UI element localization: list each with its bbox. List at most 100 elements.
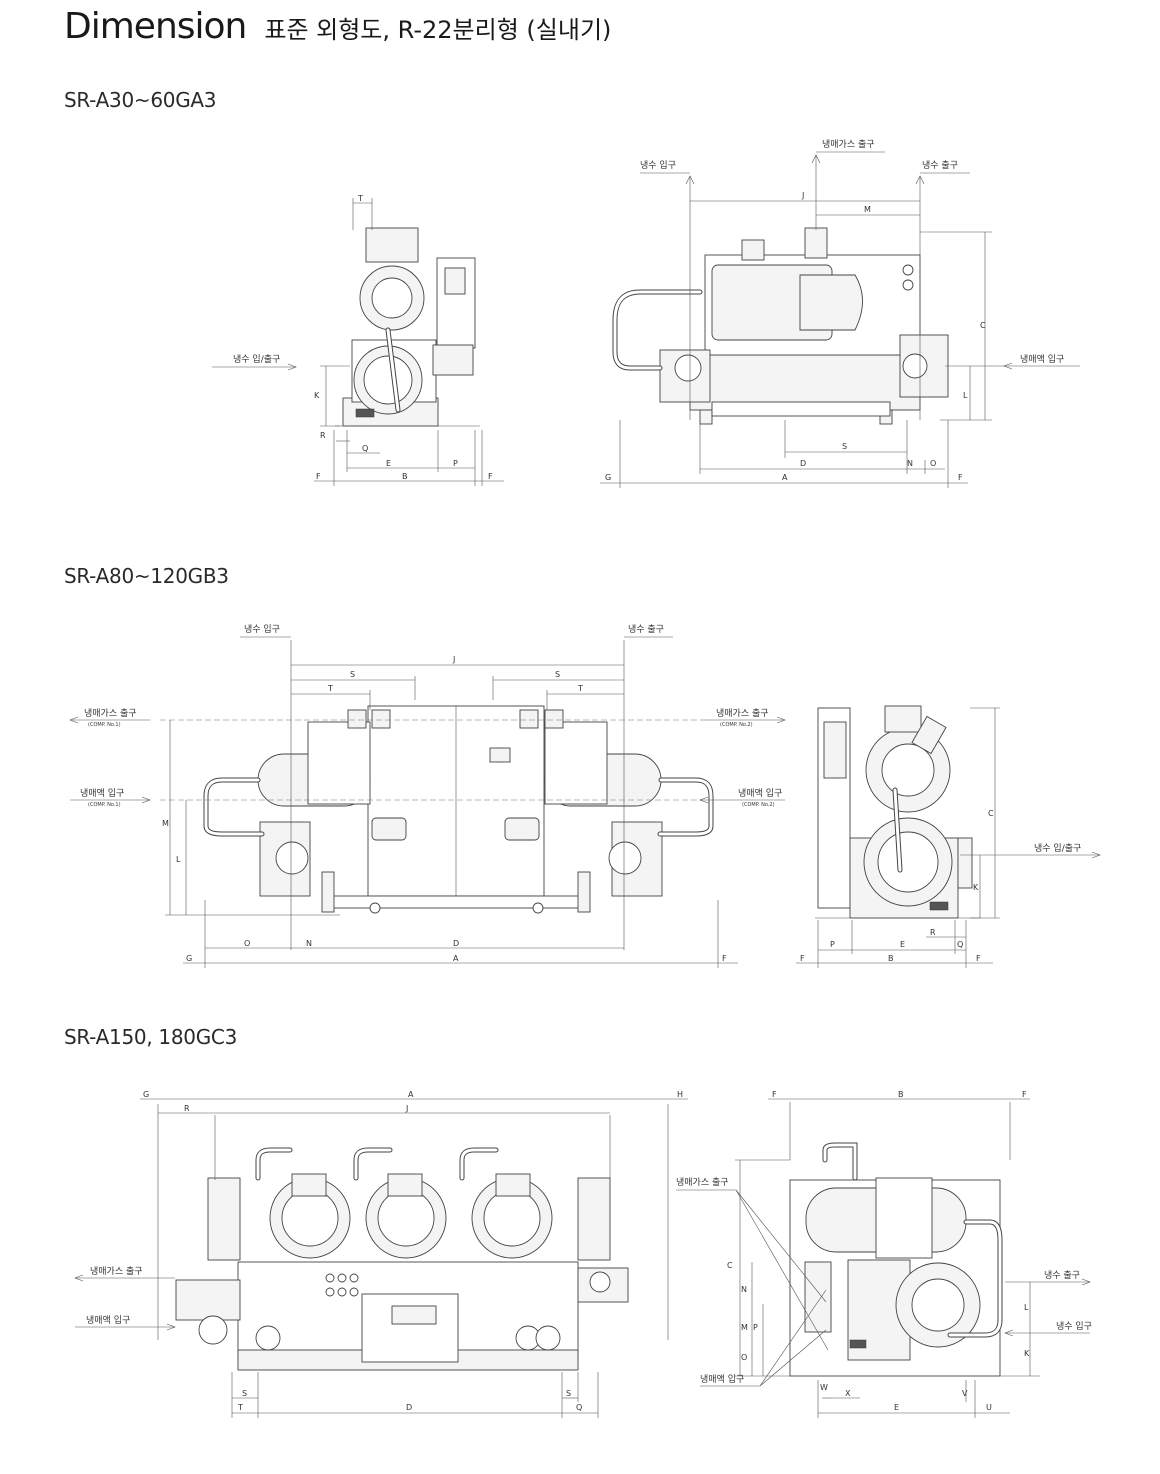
svg-text:W: W bbox=[820, 1383, 828, 1392]
page-title: Dimension 표준 외형도, R-22분리형 (실내기) bbox=[64, 6, 611, 52]
svg-text:F: F bbox=[722, 954, 727, 963]
svg-text:S: S bbox=[350, 670, 355, 679]
svg-text:N: N bbox=[907, 459, 913, 468]
svg-text:M: M bbox=[864, 205, 871, 214]
svg-text:K: K bbox=[973, 883, 979, 892]
title-english: Dimension bbox=[64, 6, 247, 47]
svg-text:B: B bbox=[898, 1090, 904, 1099]
svg-text:F: F bbox=[958, 473, 963, 482]
s3-front-view: 냉매가스 출구 냉매액 입구 A G H R J S S T D Q bbox=[74, 1090, 688, 1418]
svg-text:F: F bbox=[1022, 1090, 1027, 1099]
svg-text:F: F bbox=[488, 472, 493, 481]
svg-text:M: M bbox=[162, 819, 169, 828]
svg-text:L: L bbox=[1024, 1303, 1029, 1312]
diagram-section-2: 냉수 입구 냉수 출구 냉매가스 출구 (COMP. No.1) 냉매액 입구 … bbox=[69, 623, 1101, 968]
svg-text:E: E bbox=[894, 1403, 899, 1412]
svg-text:Q: Q bbox=[957, 940, 963, 949]
svg-text:B: B bbox=[402, 472, 408, 481]
s2-liquid-in-comp2-label: 냉매액 입구 bbox=[738, 787, 782, 799]
svg-text:C: C bbox=[980, 321, 986, 330]
svg-text:Q: Q bbox=[362, 444, 368, 453]
svg-text:M: M bbox=[741, 1323, 748, 1332]
s1-liquid-in-label: 냉매액 입구 bbox=[1020, 353, 1064, 365]
svg-text:P: P bbox=[453, 459, 458, 468]
diagram-section-3: 냉매가스 출구 냉매액 입구 A G H R J S S T D Q bbox=[74, 1090, 1092, 1418]
svg-text:J: J bbox=[405, 1104, 408, 1113]
svg-text:O: O bbox=[244, 939, 250, 948]
svg-text:D: D bbox=[453, 939, 459, 948]
svg-text:D: D bbox=[800, 459, 806, 468]
svg-text:F: F bbox=[800, 954, 805, 963]
s3-side-gas-out-label: 냉매가스 출구 bbox=[676, 1177, 729, 1188]
svg-text:S: S bbox=[555, 670, 560, 679]
svg-text:(COMP. No.1): (COMP. No.1) bbox=[88, 722, 121, 728]
s2-side-view: 냉수 입/출구 C K R P E Q B F F bbox=[796, 705, 1101, 968]
svg-text:D: D bbox=[406, 1403, 412, 1412]
diagram-section-1: 냉수 입/출구 T K R Q E P B F F bbox=[212, 139, 1080, 488]
s1-water-in-label: 냉수 입구 bbox=[640, 159, 676, 171]
s1-gas-out-label: 냉매가스 출구 bbox=[822, 139, 875, 150]
s2-water-out-label: 냉수 출구 bbox=[628, 624, 664, 635]
svg-text:J: J bbox=[801, 191, 804, 200]
svg-text:Q: Q bbox=[576, 1403, 582, 1412]
svg-text:P: P bbox=[830, 940, 835, 949]
svg-text:T: T bbox=[357, 194, 363, 203]
svg-text:F: F bbox=[772, 1090, 777, 1099]
svg-text:(COMP. No.2): (COMP. No.2) bbox=[742, 802, 775, 808]
title-korean: 표준 외형도, R-22분리형 (실내기) bbox=[264, 16, 612, 44]
svg-text:(COMP. No.2): (COMP. No.2) bbox=[720, 722, 753, 728]
svg-text:A: A bbox=[408, 1090, 414, 1099]
svg-text:G: G bbox=[186, 954, 192, 963]
svg-text:F: F bbox=[316, 472, 321, 481]
svg-text:S: S bbox=[566, 1389, 571, 1398]
svg-text:R: R bbox=[184, 1104, 190, 1113]
svg-text:J: J bbox=[452, 655, 455, 664]
svg-text:O: O bbox=[741, 1353, 747, 1362]
svg-text:T: T bbox=[327, 684, 333, 693]
s1-water-out-label: 냉수 출구 bbox=[922, 160, 958, 171]
svg-text:R: R bbox=[320, 431, 326, 440]
svg-text:K: K bbox=[1024, 1349, 1030, 1358]
svg-text:O: O bbox=[930, 459, 936, 468]
s2-front-view: 냉수 입구 냉수 출구 냉매가스 출구 (COMP. No.1) 냉매액 입구 … bbox=[69, 623, 786, 968]
s2-water-in-label: 냉수 입구 bbox=[244, 623, 280, 635]
s3-liquid-in-label: 냉매액 입구 bbox=[86, 1314, 130, 1326]
svg-text:T: T bbox=[577, 684, 583, 693]
svg-text:C: C bbox=[727, 1261, 733, 1270]
svg-text:N: N bbox=[741, 1285, 747, 1294]
svg-text:(COMP. No.1): (COMP. No.1) bbox=[88, 802, 121, 808]
s3-water-out-label: 냉수 출구 bbox=[1044, 1270, 1080, 1281]
svg-text:E: E bbox=[900, 940, 905, 949]
svg-text:H: H bbox=[677, 1090, 683, 1099]
svg-text:U: U bbox=[986, 1403, 992, 1412]
section-3-model: SR-A150, 180GC3 bbox=[64, 1025, 237, 1049]
svg-text:B: B bbox=[888, 954, 894, 963]
svg-text:K: K bbox=[314, 391, 320, 400]
svg-text:A: A bbox=[782, 473, 788, 482]
svg-text:L: L bbox=[963, 391, 968, 400]
svg-text:G: G bbox=[605, 473, 611, 482]
s3-gas-out-label: 냉매가스 출구 bbox=[90, 1266, 143, 1277]
s1-water-inout-label: 냉수 입/출구 bbox=[233, 353, 280, 365]
svg-text:P: P bbox=[753, 1323, 758, 1332]
s1-side-view: 냉수 입/출구 T K R Q E P B F F bbox=[212, 194, 504, 486]
s1-front-view: 냉수 입구 냉매가스 출구 냉수 출구 냉매액 입구 J M S D N O A… bbox=[600, 139, 1080, 488]
s2-gas-out-comp2-label: 냉매가스 출구 bbox=[716, 708, 769, 719]
svg-text:E: E bbox=[386, 459, 391, 468]
s2-gas-out-comp1-label: 냉매가스 출구 bbox=[84, 708, 137, 719]
svg-text:L: L bbox=[176, 855, 181, 864]
svg-text:N: N bbox=[306, 939, 312, 948]
s3-side-view: 냉매가스 출구 냉매액 입구 냉수 출구 냉수 입구 B F F C N M P… bbox=[676, 1090, 1092, 1418]
svg-text:S: S bbox=[242, 1389, 247, 1398]
section-2-model: SR-A80~120GB3 bbox=[64, 564, 229, 588]
svg-text:V: V bbox=[962, 1389, 968, 1398]
svg-text:X: X bbox=[845, 1389, 851, 1398]
section-1-model: SR-A30~60GA3 bbox=[64, 88, 217, 112]
svg-text:R: R bbox=[930, 928, 936, 937]
svg-text:A: A bbox=[453, 954, 459, 963]
svg-text:C: C bbox=[988, 809, 994, 818]
s3-side-liquid-in-label: 냉매액 입구 bbox=[700, 1373, 744, 1385]
svg-text:T: T bbox=[237, 1403, 243, 1412]
svg-text:F: F bbox=[976, 954, 981, 963]
svg-text:S: S bbox=[842, 442, 847, 451]
